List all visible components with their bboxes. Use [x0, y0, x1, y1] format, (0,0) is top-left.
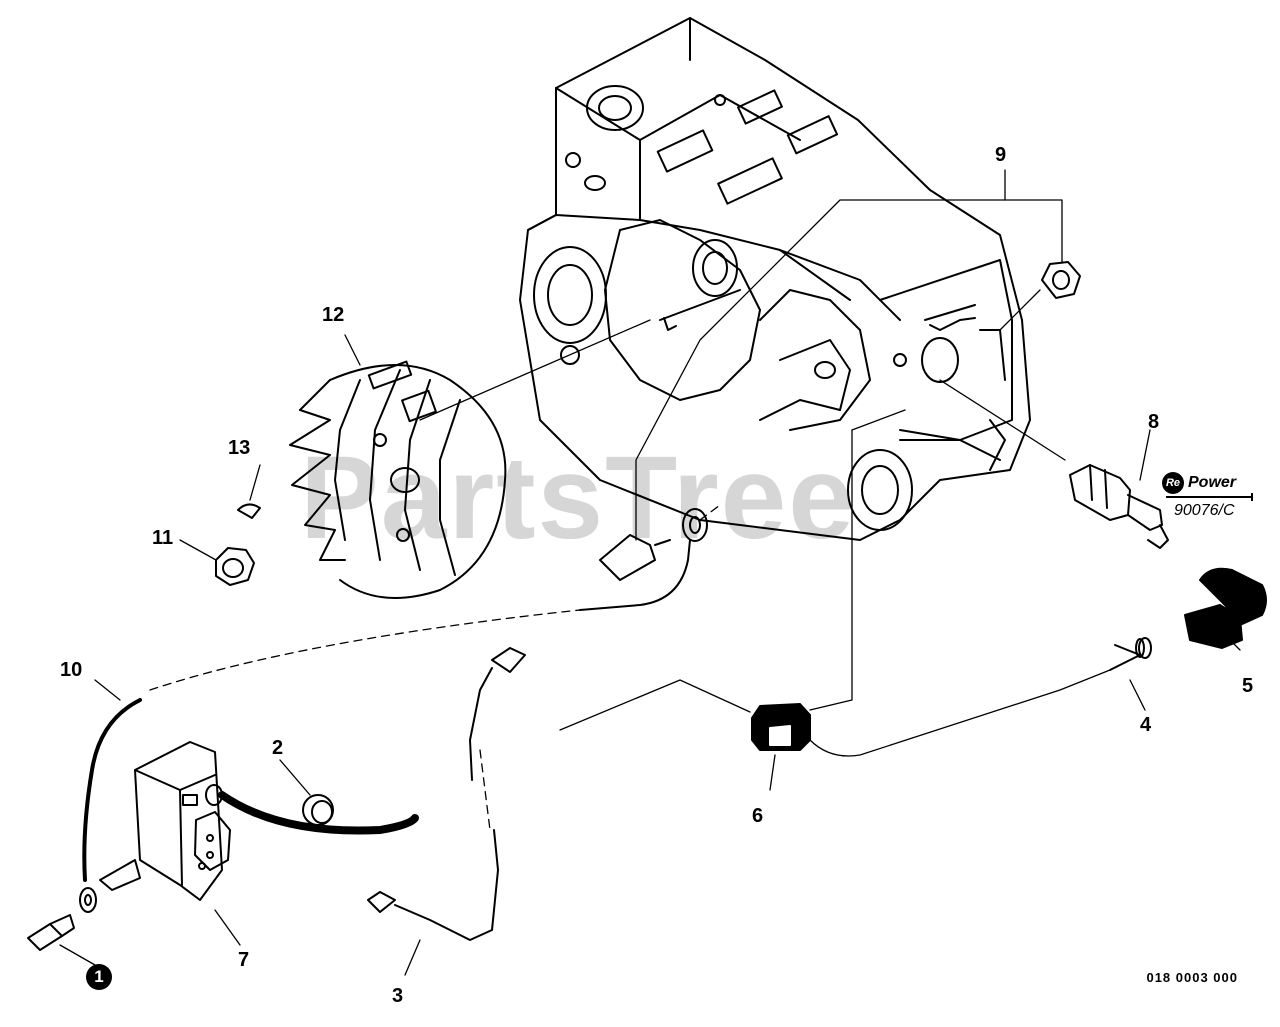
flywheel-nut [215, 547, 255, 586]
repower-underline [1166, 493, 1253, 501]
callout-3: 3 [392, 985, 404, 1007]
spark-plug-boot [1184, 567, 1267, 649]
repower-part-code: 90076/C [1174, 502, 1235, 519]
flywheel-key [237, 503, 261, 519]
grommet [751, 703, 811, 751]
callout-8: 8 [1148, 411, 1160, 433]
repower-badge: Re Power 90076/C [1162, 472, 1258, 520]
leader-lines [59, 169, 1241, 976]
hex-nut [1041, 261, 1081, 299]
ignition-module [99, 741, 419, 901]
callout-12: 12 [322, 304, 345, 326]
callout-5: 5 [1242, 675, 1254, 697]
wire-with-terminals [367, 647, 526, 941]
dashed-leader-lines [149, 504, 721, 831]
callout-10: 10 [60, 659, 83, 681]
callout-13: 13 [228, 437, 251, 459]
repower-logo-text: Power [1188, 474, 1237, 491]
cap [302, 794, 334, 826]
drawing-number: 018 0003 000 [1146, 970, 1238, 985]
screw [27, 914, 75, 951]
callout-4: 4 [1140, 714, 1152, 736]
callout-6: 6 [752, 805, 764, 827]
callout-2: 2 [272, 737, 284, 759]
callout-11: 11 [152, 527, 174, 549]
ground-wire [79, 698, 142, 913]
callout-1: 1 [86, 964, 112, 990]
ground-terminal [579, 508, 708, 611]
repower-logo-icon: Re [1162, 472, 1184, 494]
spring-clip [1109, 637, 1152, 671]
spark-plug [1069, 464, 1169, 549]
callout-7: 7 [238, 949, 250, 971]
callout-9: 9 [995, 144, 1007, 166]
engine-crankcase [519, 17, 1031, 541]
flywheel [289, 360, 507, 599]
